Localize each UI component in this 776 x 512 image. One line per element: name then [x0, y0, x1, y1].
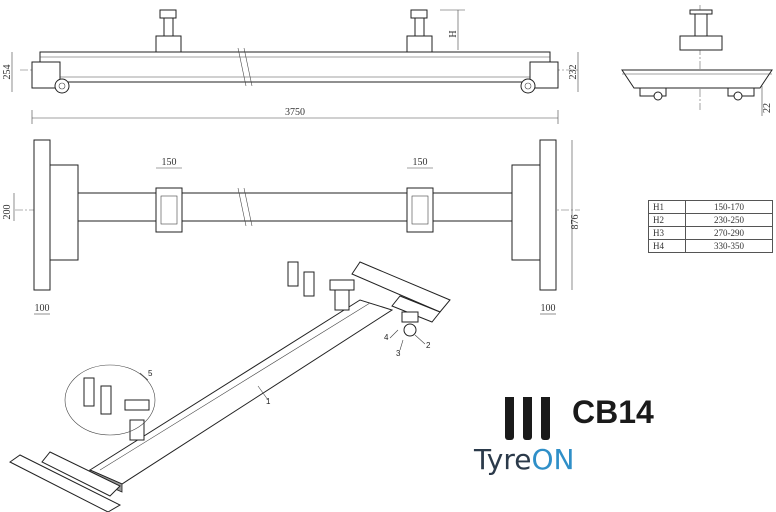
- saddle-left: [155, 9, 182, 53]
- end-view: 22: [621, 5, 773, 116]
- part-number-2: 2: [426, 341, 431, 350]
- spec-value: 330-350: [685, 239, 773, 253]
- isometric-view: 1 2 3 4 5: [9, 261, 451, 512]
- brand-name-part1: Tyre: [474, 443, 532, 476]
- lift-height-label: H: [448, 30, 459, 37]
- part-number-5: 5: [148, 369, 153, 378]
- foot-left-dim: 100: [35, 303, 50, 314]
- spec-value: 150-170: [685, 200, 773, 214]
- part-number-4: 4: [384, 333, 389, 342]
- table-row: H1 150-170: [648, 200, 773, 214]
- spec-key: H4: [648, 239, 686, 253]
- pad-width-right-dim: 150: [413, 157, 428, 168]
- side-height-dim: 254: [2, 65, 13, 80]
- part-number-3: 3: [396, 349, 401, 358]
- spec-key: H1: [648, 200, 686, 214]
- total-length-dim: 3750: [285, 107, 305, 118]
- brand-name-part2: ON: [531, 443, 575, 476]
- frame-width-dim: 876: [570, 215, 581, 230]
- spec-key: H2: [648, 213, 686, 227]
- table-row: H2 230-250: [648, 213, 773, 227]
- side-elevation-view: H 254 232 3750: [2, 9, 580, 124]
- pad-width-left-dim: 150: [162, 157, 177, 168]
- table-row: H3 270-290: [648, 226, 773, 240]
- table-row: H4 330-350: [648, 239, 773, 253]
- end-height-dim: 22: [762, 103, 773, 113]
- height-spec-table: H1 150-170 H2 230-250 H3 270-290 H4 330-…: [648, 200, 773, 253]
- beam-width-dim: 200: [2, 205, 13, 220]
- part-number-1: 1: [266, 397, 271, 406]
- spec-key: H3: [648, 226, 686, 240]
- spec-value: 270-290: [685, 226, 773, 240]
- side-height-right-dim: 232: [568, 65, 579, 80]
- plan-view: 150 150 200 876 100 100: [2, 139, 581, 315]
- spec-value: 230-250: [685, 213, 773, 227]
- saddle-right: [406, 9, 433, 53]
- model-name: CB14: [572, 394, 654, 430]
- foot-right-dim: 100: [541, 303, 556, 314]
- brand-name: TyreON: [474, 443, 574, 476]
- brand-logo-icon: [505, 397, 550, 440]
